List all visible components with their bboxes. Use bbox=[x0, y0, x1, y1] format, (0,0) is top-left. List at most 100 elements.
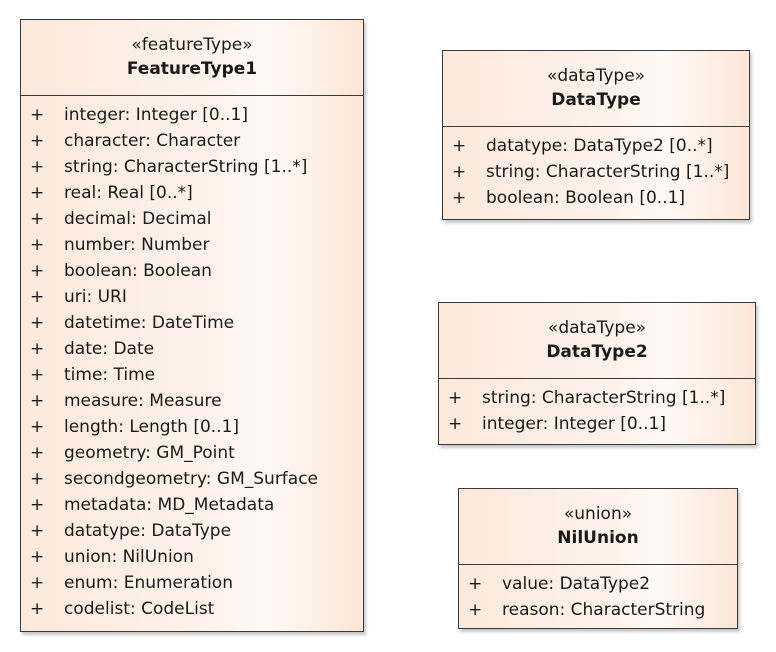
attribute-row[interactable]: + enum: Enumeration bbox=[21, 570, 363, 596]
attribute-row[interactable]: + string: CharacterString [1..*] bbox=[21, 154, 363, 180]
class-stereotype: «union» bbox=[563, 504, 633, 524]
class-stereotype: «featureType» bbox=[131, 35, 253, 55]
attribute-text: boolean: Boolean bbox=[64, 261, 212, 281]
attribute-text: measure: Measure bbox=[64, 391, 222, 411]
attribute-text: character: Character bbox=[64, 131, 241, 151]
attribute-text: reason: CharacterString bbox=[502, 600, 706, 620]
attribute-list: + value: DataType2 + reason: CharacterStrin… bbox=[459, 565, 737, 623]
attribute-row[interactable]: + measure: Measure bbox=[21, 388, 363, 414]
attribute-list: + datatype: DataType2 [0..*] + string: Char… bbox=[443, 127, 749, 211]
attribute-row[interactable]: + string: CharacterString [1..*] bbox=[443, 159, 749, 185]
attribute-row[interactable]: + metadata: MD_Metadata bbox=[21, 492, 363, 518]
attribute-row[interactable]: + boolean: Boolean [0..1] bbox=[443, 185, 749, 211]
attribute-text: string: CharacterString [1..*] bbox=[64, 157, 308, 177]
attribute-row[interactable]: + integer: Integer [0..1] bbox=[21, 102, 363, 128]
visibility-marker: + bbox=[30, 287, 45, 307]
attribute-text: union: NilUnion bbox=[64, 547, 194, 567]
visibility-marker: + bbox=[30, 235, 45, 255]
attribute-row[interactable]: + boolean: Boolean bbox=[21, 258, 363, 284]
visibility-marker: + bbox=[30, 547, 45, 567]
attribute-text: integer: Integer [0..1] bbox=[482, 414, 666, 434]
attribute-text: date: Date bbox=[64, 339, 155, 359]
attribute-text: value: DataType2 bbox=[502, 574, 651, 594]
attribute-row[interactable]: + codelist: CodeList bbox=[21, 596, 363, 622]
attribute-row[interactable]: + date: Date bbox=[21, 336, 363, 362]
class-stereotype: «dataType» bbox=[547, 318, 647, 338]
attribute-text: length: Length [0..1] bbox=[64, 417, 240, 437]
visibility-marker: + bbox=[452, 162, 467, 182]
visibility-marker: + bbox=[30, 365, 45, 385]
visibility-marker: + bbox=[30, 599, 45, 619]
attribute-list: + integer: Integer [0..1] + character: Char… bbox=[21, 96, 363, 622]
attribute-text: real: Real [0..*] bbox=[64, 183, 193, 203]
visibility-marker: + bbox=[30, 209, 45, 229]
attribute-row[interactable]: + reason: CharacterString bbox=[459, 597, 737, 623]
attribute-row[interactable]: + union: NilUnion bbox=[21, 544, 363, 570]
visibility-marker: + bbox=[30, 443, 45, 463]
visibility-marker: + bbox=[448, 388, 463, 408]
attribute-row[interactable]: +string: CharacterString [1..*] bbox=[439, 385, 755, 411]
attribute-row[interactable]: + time: Time bbox=[21, 362, 363, 388]
visibility-marker: + bbox=[30, 157, 45, 177]
visibility-marker: + bbox=[468, 600, 483, 620]
class-header: «union» NilUnion bbox=[459, 489, 737, 565]
attribute-text: string: CharacterString [1..*] bbox=[486, 162, 730, 182]
visibility-marker: + bbox=[452, 188, 467, 208]
attribute-list: +string: CharacterString [1..*]+integer:… bbox=[439, 379, 755, 437]
attribute-row[interactable]: + number: Number bbox=[21, 232, 363, 258]
visibility-marker: + bbox=[30, 261, 45, 281]
class-box-nilunion[interactable]: «union» NilUnion + value: DataType2 + reaso… bbox=[458, 488, 738, 629]
attribute-text: codelist: CodeList bbox=[64, 599, 215, 619]
attribute-row[interactable]: + decimal: Decimal bbox=[21, 206, 363, 232]
attribute-text: datatype: DataType2 [0..*] bbox=[486, 136, 713, 156]
attribute-text: secondgeometry: GM_Surface bbox=[64, 469, 319, 489]
attribute-row[interactable]: + datatype: DataType bbox=[21, 518, 363, 544]
class-box-featuretype1[interactable]: «featureType» FeatureType1 + integer: Int… bbox=[20, 19, 364, 632]
visibility-marker: + bbox=[30, 339, 45, 359]
visibility-marker: + bbox=[30, 391, 45, 411]
class-box-datatype[interactable]: «dataType» DataType + datatype: DataType2… bbox=[442, 50, 750, 220]
attribute-row[interactable]: + secondgeometry: GM_Surface bbox=[21, 466, 363, 492]
class-header: «featureType» FeatureType1 bbox=[21, 20, 363, 96]
visibility-marker: + bbox=[30, 105, 45, 125]
visibility-marker: + bbox=[30, 495, 45, 515]
class-name: DataType bbox=[551, 90, 641, 110]
class-header: «dataType» DataType2 bbox=[439, 303, 755, 379]
visibility-marker: + bbox=[30, 417, 45, 437]
attribute-row[interactable]: + uri: URI bbox=[21, 284, 363, 310]
class-name: NilUnion bbox=[557, 528, 639, 548]
visibility-marker: + bbox=[30, 521, 45, 541]
visibility-marker: + bbox=[30, 313, 45, 333]
class-name: FeatureType1 bbox=[126, 59, 258, 79]
visibility-marker: + bbox=[30, 183, 45, 203]
attribute-text: metadata: MD_Metadata bbox=[64, 495, 275, 515]
visibility-marker: + bbox=[30, 131, 45, 151]
attribute-row[interactable]: + real: Real [0..*] bbox=[21, 180, 363, 206]
attribute-row[interactable]: + character: Character bbox=[21, 128, 363, 154]
attribute-row[interactable]: + length: Length [0..1] bbox=[21, 414, 363, 440]
class-header: «dataType» DataType bbox=[443, 51, 749, 127]
attribute-row[interactable]: + datetime: DateTime bbox=[21, 310, 363, 336]
visibility-marker: + bbox=[30, 573, 45, 593]
class-box-datatype2[interactable]: «dataType» DataType2 +string: CharacterS… bbox=[438, 302, 756, 445]
attribute-row[interactable]: + geometry: GM_Point bbox=[21, 440, 363, 466]
visibility-marker: + bbox=[452, 136, 467, 156]
visibility-marker: + bbox=[30, 469, 45, 489]
attribute-text: datetime: DateTime bbox=[64, 313, 235, 333]
attribute-text: datatype: DataType bbox=[64, 521, 232, 541]
visibility-marker: + bbox=[448, 414, 463, 434]
attribute-text: boolean: Boolean [0..1] bbox=[486, 188, 686, 208]
attribute-text: enum: Enumeration bbox=[64, 573, 233, 593]
attribute-row[interactable]: + datatype: DataType2 [0..*] bbox=[443, 133, 749, 159]
attribute-text: uri: URI bbox=[64, 287, 127, 307]
attribute-text: decimal: Decimal bbox=[64, 209, 212, 229]
attribute-row[interactable]: + value: DataType2 bbox=[459, 571, 737, 597]
attribute-text: integer: Integer [0..1] bbox=[64, 105, 248, 125]
class-name: DataType2 bbox=[546, 342, 648, 362]
class-stereotype: «dataType» bbox=[546, 66, 646, 86]
attribute-row[interactable]: + integer: Integer [0..1] bbox=[439, 411, 755, 437]
attribute-text: time: Time bbox=[64, 365, 156, 385]
visibility-marker: + bbox=[468, 574, 483, 594]
attribute-text: number: Number bbox=[64, 235, 210, 255]
attribute-text: geometry: GM_Point bbox=[64, 443, 235, 463]
